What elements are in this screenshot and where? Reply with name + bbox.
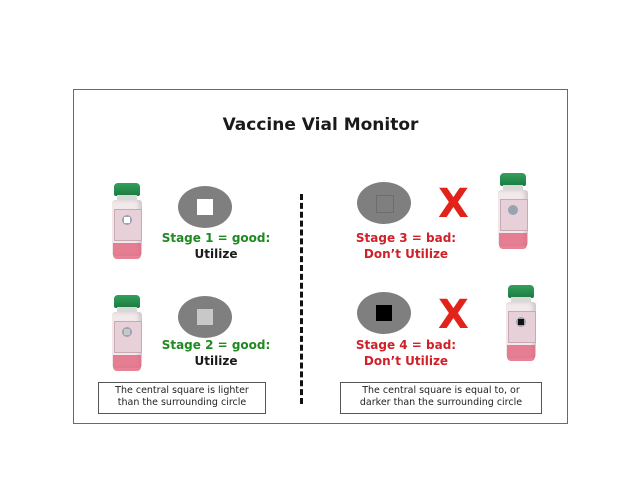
vial-stage-1 bbox=[111, 183, 143, 261]
caption-good-line-1: The central square is lighter bbox=[115, 385, 249, 396]
stage-3-text: Stage 3 = bad: Don’t Utilize bbox=[336, 230, 476, 262]
stage-2-action: Utilize bbox=[194, 354, 238, 368]
x-mark-stage-4: X bbox=[438, 292, 469, 338]
caption-bad-line-1: The central square is equal to, or bbox=[362, 385, 520, 396]
caption-bad: The central square is equal to, or darke… bbox=[340, 382, 542, 414]
stage-4-text: Stage 4 = bad: Don’t Utilize bbox=[336, 337, 476, 369]
stage-3-action: Don’t Utilize bbox=[363, 247, 449, 261]
vvm-square-stage-1 bbox=[197, 199, 213, 215]
caption-bad-line-2: darker than the surrounding circle bbox=[359, 397, 523, 408]
dashed-divider bbox=[300, 194, 303, 404]
vvm-square-stage-4 bbox=[376, 305, 392, 321]
caption-good: The central square is lighter than the s… bbox=[98, 382, 266, 414]
vvm-disc-stage-1 bbox=[178, 186, 232, 228]
vvm-square-stage-2 bbox=[197, 309, 213, 325]
stage-4-action: Don’t Utilize bbox=[363, 354, 449, 368]
vvm-disc-stage-3 bbox=[357, 182, 411, 224]
slide-frame: Vaccine Vial Monitor Stage 1 = good: Uti… bbox=[73, 89, 568, 424]
stage-1-text: Stage 1 = good: Utilize bbox=[146, 230, 286, 262]
caption-good-line-2: than the surrounding circle bbox=[117, 397, 247, 408]
vial-stage-3 bbox=[497, 173, 529, 251]
stage-2-label: Stage 2 = good: bbox=[161, 338, 271, 352]
stage-3-label: Stage 3 = bad: bbox=[355, 231, 457, 245]
stage-1-label: Stage 1 = good: bbox=[161, 231, 271, 245]
stage-1-action: Utilize bbox=[194, 247, 238, 261]
vvm-disc-stage-2 bbox=[178, 296, 232, 338]
diagram-title: Vaccine Vial Monitor bbox=[222, 115, 419, 135]
vial-stage-4 bbox=[505, 285, 537, 363]
stage-2-text: Stage 2 = good: Utilize bbox=[146, 337, 286, 369]
vvm-square-stage-3 bbox=[376, 195, 394, 213]
vial-stage-2 bbox=[111, 295, 143, 373]
vvm-disc-stage-4 bbox=[357, 292, 411, 334]
x-mark-stage-3: X bbox=[438, 181, 469, 227]
stage-4-label: Stage 4 = bad: bbox=[355, 338, 457, 352]
